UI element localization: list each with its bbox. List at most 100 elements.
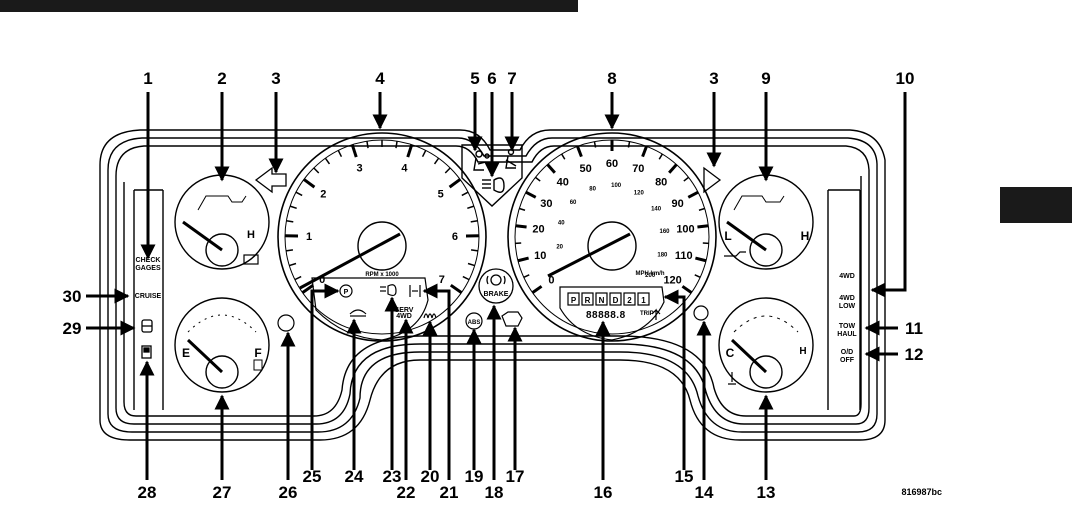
speed-kmh-label: 80: [589, 187, 596, 193]
speed-tick: [683, 176, 689, 182]
tach-tick: [337, 150, 343, 157]
callout-number: 3: [709, 69, 718, 88]
tachometer-ticks: [284, 140, 480, 294]
lamp-26: [277, 314, 295, 332]
callout-number: 21: [440, 483, 459, 502]
tach-tick: [470, 220, 478, 223]
oil-high-letter: H: [801, 229, 810, 243]
voltage-high-letter: H: [247, 229, 255, 241]
oil-pressure-gauge: L H: [718, 174, 814, 270]
left-indicator-panel: CHECK GAGES CRUISE: [135, 257, 162, 359]
tach-tick: [350, 144, 358, 158]
wait-to-start-icon: [423, 313, 437, 319]
odometer-digits: 88888.8: [586, 310, 626, 321]
callout-number: 4: [375, 69, 385, 88]
speed-tick: [531, 285, 543, 294]
speed-tick: [546, 163, 556, 174]
speed-tick: [576, 145, 583, 158]
speed-kmh-label: 180: [657, 252, 668, 258]
tach-tick: [467, 262, 475, 267]
left-turn-signal-icon: [254, 166, 287, 194]
speed-tick: [517, 256, 529, 263]
callout-number: 9: [761, 69, 770, 88]
callout-number: 16: [594, 483, 613, 502]
tach-tick: [395, 141, 398, 149]
speed-tick: [641, 145, 648, 158]
svg-text:ABS: ABS: [468, 320, 481, 326]
fuel-full-letter: F: [254, 346, 261, 360]
tach-tick: [289, 262, 297, 267]
lamp-14: [693, 305, 709, 321]
callout-number: 29: [63, 319, 82, 338]
trailer-icon: [409, 285, 421, 297]
tow-haul-label-2: HAUL: [837, 331, 857, 338]
gear-cell: [637, 292, 650, 306]
voltage-gauge: H: [174, 174, 270, 270]
callout-leader: [310, 283, 340, 470]
speed-tick: [694, 274, 701, 279]
speed-mph-label: 100: [676, 223, 694, 235]
gear-letter: R: [585, 296, 591, 305]
speed-tick: [697, 224, 709, 229]
gear-letter: P: [571, 296, 577, 305]
brake-warning: BRAKE: [478, 268, 514, 304]
tach-tick-label: 5: [438, 189, 444, 201]
speed-tick: [695, 256, 707, 263]
speed-tick: [525, 190, 537, 199]
seatbelt-alt-icon: [141, 319, 153, 333]
tach-tick: [366, 141, 369, 149]
callout-number: 26: [279, 483, 298, 502]
callout-number: 27: [213, 483, 232, 502]
speed-tick: [515, 224, 527, 229]
cruise-label: CRUISE: [135, 293, 162, 300]
gear-letter: 2: [627, 296, 632, 305]
tach-tick: [444, 167, 451, 174]
gear-letter: 1: [641, 296, 646, 305]
callout-number: 12: [905, 345, 924, 364]
callout-number: 13: [757, 483, 776, 502]
gear-cell: [609, 292, 622, 306]
fuel-empty-letter: E: [182, 346, 190, 360]
speed-mph-label: 10: [534, 250, 546, 262]
od-off-label-1: O/D: [841, 349, 853, 356]
tach-tick: [448, 178, 461, 189]
callout-number: 28: [138, 483, 157, 502]
4wd-low-label-2: LOW: [839, 303, 856, 310]
figure-id: 816987bc: [901, 487, 942, 497]
callout-number: 8: [607, 69, 616, 88]
tach-tick: [421, 150, 427, 157]
tach-tick: [449, 283, 463, 294]
abs-indicator-icon: ABS: [465, 312, 483, 330]
callout-number: 24: [345, 467, 364, 486]
speed-mph-label: 50: [580, 163, 592, 175]
speed-tick: [658, 153, 663, 160]
tach-tick: [295, 191, 303, 197]
gear-cell: [623, 292, 636, 306]
tach-tick-label: 2: [320, 189, 326, 201]
tach-tick: [301, 283, 315, 294]
airbag-warning-icon: [473, 150, 490, 171]
speed-tick: [627, 141, 631, 148]
tach-tick-label: 7: [439, 274, 445, 286]
speed-kmh-label: 200: [645, 273, 656, 279]
callout-number: 5: [470, 69, 479, 88]
tach-tick-label: 1: [306, 231, 312, 243]
tach-tick: [433, 157, 440, 165]
speed-kmh-label: 120: [634, 190, 645, 196]
tach-indicator-strip: P SERV 4WD: [311, 277, 437, 341]
callout-number: 7: [507, 69, 516, 88]
speed-kmh-label: 100: [611, 183, 622, 189]
speed-mph-label: 40: [557, 177, 569, 189]
gear-letter: D: [613, 296, 619, 305]
speed-mph-label: 30: [540, 198, 552, 210]
tach-tick: [467, 205, 475, 210]
tach-tick: [289, 205, 297, 210]
parking-brake-icon: [339, 284, 353, 298]
speed-tick: [519, 207, 526, 211]
speed-mph-label: 70: [632, 163, 644, 175]
brake-label: BRAKE: [484, 291, 509, 298]
temp-cold-letter: C: [726, 346, 735, 360]
serv-4wd-label-2: 4WD: [396, 313, 412, 320]
gear-letter: N: [599, 296, 605, 305]
